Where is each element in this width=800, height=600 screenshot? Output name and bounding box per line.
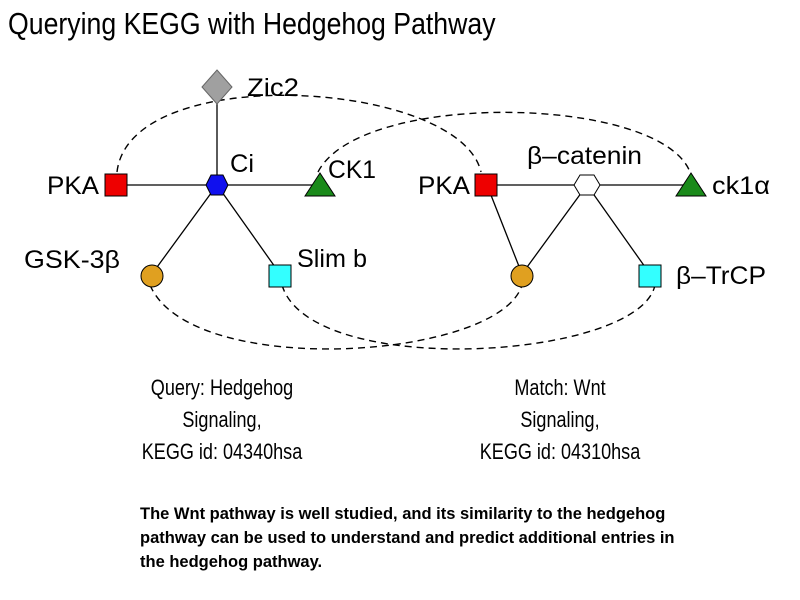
edge-betacatenin-btrcp [586, 184, 651, 275]
edge-ci-slimb [216, 184, 281, 275]
pka-match-square-node [474, 173, 498, 197]
label-btrcp: β–TrCP [676, 262, 766, 290]
label-pka-match: PKA [418, 172, 470, 200]
label-ci: Ci [230, 150, 254, 178]
query-edges [117, 92, 320, 275]
slimb-square-node [268, 264, 292, 288]
label-ck1: CK1 [328, 156, 376, 184]
label-pka-query: PKA [47, 172, 99, 200]
mapping-arc-bottom-left [149, 284, 523, 350]
match-caption-line: Signaling, [520, 407, 600, 432]
zic2-diamond-node [201, 69, 233, 105]
betacatenin-hexagon-node [573, 174, 601, 196]
label-slimb: Slim b [297, 245, 367, 273]
ci-hexagon-node [205, 174, 229, 196]
query-caption-line: KEGG id: 04340hsa [141, 439, 303, 464]
label-zic2: Zic2 [247, 74, 299, 102]
mapping-arc-bottom-right [281, 284, 656, 350]
mapping-arc-top-left [116, 94, 482, 173]
mapping-arc-top-right [317, 111, 691, 173]
edge-ci-gsk3b [151, 184, 218, 275]
match-caption-line: Match: Wnt [514, 375, 606, 400]
ck1-triangle-node [304, 172, 336, 197]
gsk-match-circle-node [510, 264, 534, 288]
match-caption: Match: Wnt Signaling, KEGG id: 04310hsa [462, 372, 659, 468]
label-gsk3b: GSK-3β [24, 246, 120, 274]
query-caption: Query: Hedgehog Signaling, KEGG id: 0434… [124, 372, 321, 468]
label-betacatenin: β–catenin [527, 142, 642, 170]
explanation-note: The Wnt pathway is well studied, and its… [140, 505, 675, 571]
label-ck1a: ck1α [712, 172, 770, 200]
edge-pka-gsk [486, 184, 523, 275]
ck1a-triangle-node [675, 172, 707, 197]
query-caption-line: Query: Hedgehog [150, 375, 294, 400]
page-title: Querying KEGG with Hedgehog Pathway [8, 6, 496, 41]
pka-query-square-node [104, 173, 128, 197]
edge-betacatenin-gsk [521, 184, 588, 275]
btrcp-square-node [638, 264, 662, 288]
gsk3b-circle-node [140, 264, 164, 288]
match-caption-line: KEGG id: 04310hsa [479, 439, 641, 464]
match-edges [486, 184, 690, 275]
query-caption-line: Signaling, [182, 407, 262, 432]
